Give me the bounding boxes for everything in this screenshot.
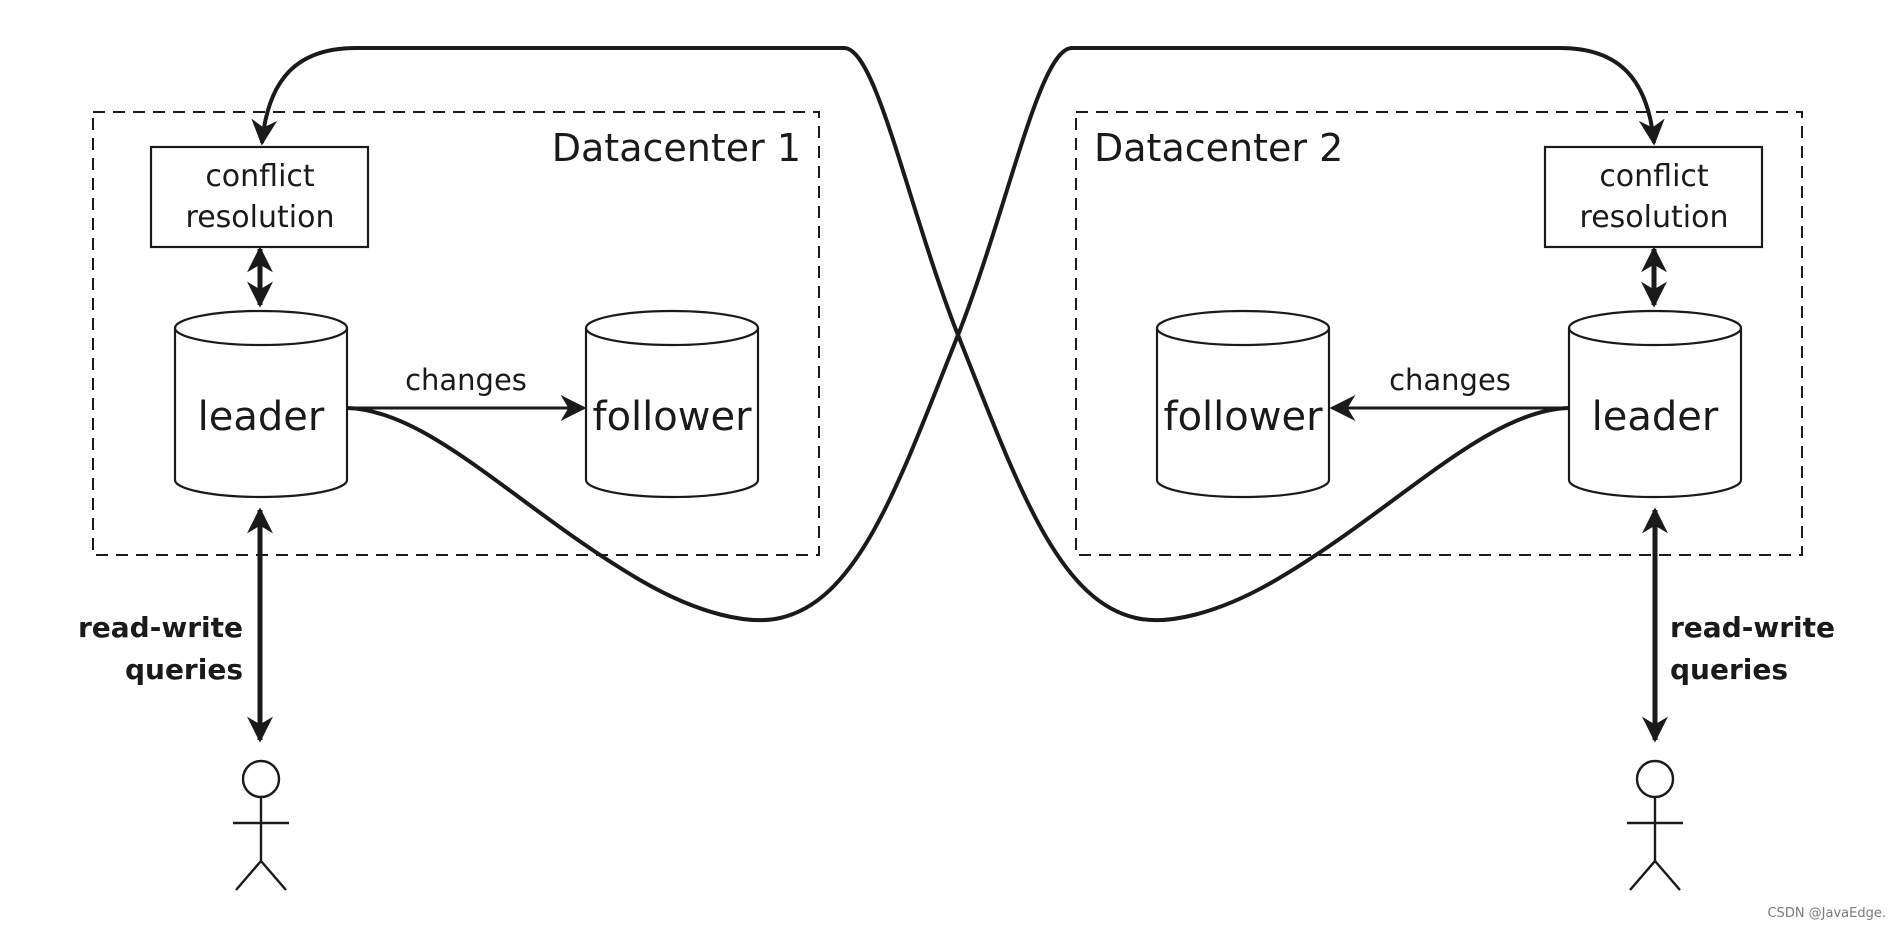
datacenter-2-boundary bbox=[1075, 111, 1803, 556]
datacenter-2-leader-label: leader bbox=[1592, 394, 1719, 440]
replication-curve-dc2-to-dc1 bbox=[251, 46, 1570, 623]
datacenter-1-boundary bbox=[92, 111, 820, 556]
datacenter-1-leader-label: leader bbox=[198, 394, 325, 440]
datacenter-2-user-icon bbox=[1627, 759, 1683, 891]
datacenter-2-leader-database: leader bbox=[1567, 309, 1743, 499]
datacenter-2: Datacenter 2 conflict resolution leader … bbox=[1075, 111, 1835, 891]
datacenter-1: Datacenter 1 conflict resolution leader … bbox=[78, 111, 820, 891]
datacenter-1-user-icon bbox=[233, 759, 289, 891]
datacenter-2-label: Datacenter 2 bbox=[1094, 126, 1343, 170]
datacenter-1-queries-label-line1: read-write bbox=[78, 611, 243, 644]
replication-curve-dc1-to-dc2 bbox=[346, 46, 1665, 623]
datacenter-1-queries-label-line2: queries bbox=[125, 653, 243, 686]
watermark: CSDN @JavaEdge. bbox=[1767, 906, 1886, 921]
datacenter-2-queries-label-line1: read-write bbox=[1670, 611, 1835, 644]
datacenter-2-follower-database: follower bbox=[1155, 309, 1331, 499]
datacenter-1-conflict-label-line1: conflict bbox=[205, 159, 315, 194]
datacenter-1-label: Datacenter 1 bbox=[552, 126, 801, 170]
datacenter-2-follower-label: follower bbox=[1163, 394, 1323, 440]
datacenter-2-queries-label-line2: queries bbox=[1670, 653, 1788, 686]
datacenter-2-conflict-label-line1: conflict bbox=[1599, 159, 1709, 194]
datacenter-1-conflict-label-line2: resolution bbox=[186, 200, 335, 235]
datacenter-1-leader-database: leader bbox=[173, 309, 349, 499]
datacenter-1-follower-label: follower bbox=[592, 394, 752, 440]
datacenter-2-conflict-label-line2: resolution bbox=[1580, 200, 1729, 235]
datacenter-1-follower-database: follower bbox=[584, 309, 760, 499]
datacenter-1-changes-label: changes bbox=[405, 363, 527, 397]
datacenter-2-changes-label: changes bbox=[1389, 363, 1511, 397]
